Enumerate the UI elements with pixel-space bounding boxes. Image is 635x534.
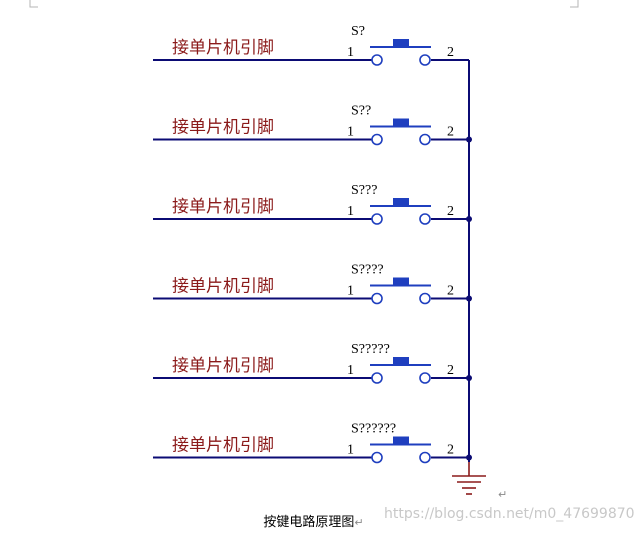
switch-designator: S? [351, 24, 365, 39]
switch-plunger [393, 39, 409, 47]
watermark-url: https://blog.csdn.net/m0_47699870 [384, 506, 635, 522]
pin-number-1: 1 [347, 45, 354, 60]
switch-contact-1 [371, 54, 383, 66]
net-label: 接单片机引脚 [172, 356, 274, 376]
pin-number-1: 1 [347, 204, 354, 219]
switch-row: 接单片机引脚 1 2 S?????? [153, 422, 472, 464]
junction-dot [466, 295, 472, 302]
pin-number-2: 2 [447, 45, 454, 60]
switch-designator: S???? [351, 263, 384, 278]
net-label: 接单片机引脚 [172, 436, 274, 456]
switch-contact-2 [419, 213, 431, 225]
switch-contact-2 [419, 372, 431, 384]
pin-number-2: 2 [447, 443, 454, 458]
switch-designator: S????? [351, 342, 390, 357]
pin-number-2: 2 [447, 363, 454, 378]
corner-mark-left [29, 0, 38, 8]
switch-contact-2 [419, 292, 431, 305]
switch-designator: S??? [351, 183, 377, 198]
switch-row: 接单片机引脚 1 2 S???? [153, 263, 472, 305]
switch-contact-2 [419, 54, 431, 66]
switch-plunger [393, 357, 409, 365]
switch-designator: S?? [351, 104, 371, 119]
junction-dot [466, 136, 472, 143]
pin-number-1: 1 [347, 363, 354, 378]
switch-row: 接单片机引脚 1 2 S? [153, 24, 469, 66]
junction-dot [466, 216, 472, 222]
switch-plunger [393, 198, 409, 206]
pin-number-2: 2 [447, 125, 454, 140]
switch-contact-2 [419, 451, 431, 464]
pin-number-1: 1 [347, 125, 354, 140]
switch-contact-1 [371, 451, 383, 464]
switch-row: 接单片机引脚 1 2 S?? [153, 104, 472, 146]
net-label: 接单片机引脚 [172, 197, 274, 217]
junction-dot [466, 454, 472, 461]
figure-caption: 按键电路原理图↵ [0, 515, 627, 531]
switch-plunger [393, 118, 409, 127]
junction-dot [466, 375, 472, 381]
switch-contact-1 [371, 133, 383, 146]
page-corner-marks [29, 0, 579, 8]
pin-number-1: 1 [347, 284, 354, 299]
switch-contact-1 [371, 292, 383, 305]
caption-return-mark: ↵ [354, 516, 364, 529]
pin-number-2: 2 [447, 204, 454, 219]
pin-number-2: 2 [447, 284, 454, 299]
switch-plunger [393, 436, 409, 445]
net-label: 接单片机引脚 [172, 38, 274, 58]
net-label: 接单片机引脚 [172, 118, 274, 138]
switch-contact-1 [371, 372, 383, 384]
switch-row: 接单片机引脚 1 2 S????? [153, 342, 472, 384]
net-label: 接单片机引脚 [172, 277, 274, 297]
switch-designator: S?????? [351, 422, 396, 437]
ground-icon [452, 462, 486, 495]
switch-row: 接单片机引脚 1 2 S??? [153, 183, 472, 225]
switch-plunger [393, 277, 409, 286]
corner-mark-right [570, 0, 579, 8]
switch-contact-2 [419, 133, 431, 146]
switch-contact-1 [371, 213, 383, 225]
caption-text: 按键电路原理图 [263, 515, 355, 530]
paragraph-mark: ↵ [498, 488, 508, 501]
pin-number-1: 1 [347, 443, 354, 458]
